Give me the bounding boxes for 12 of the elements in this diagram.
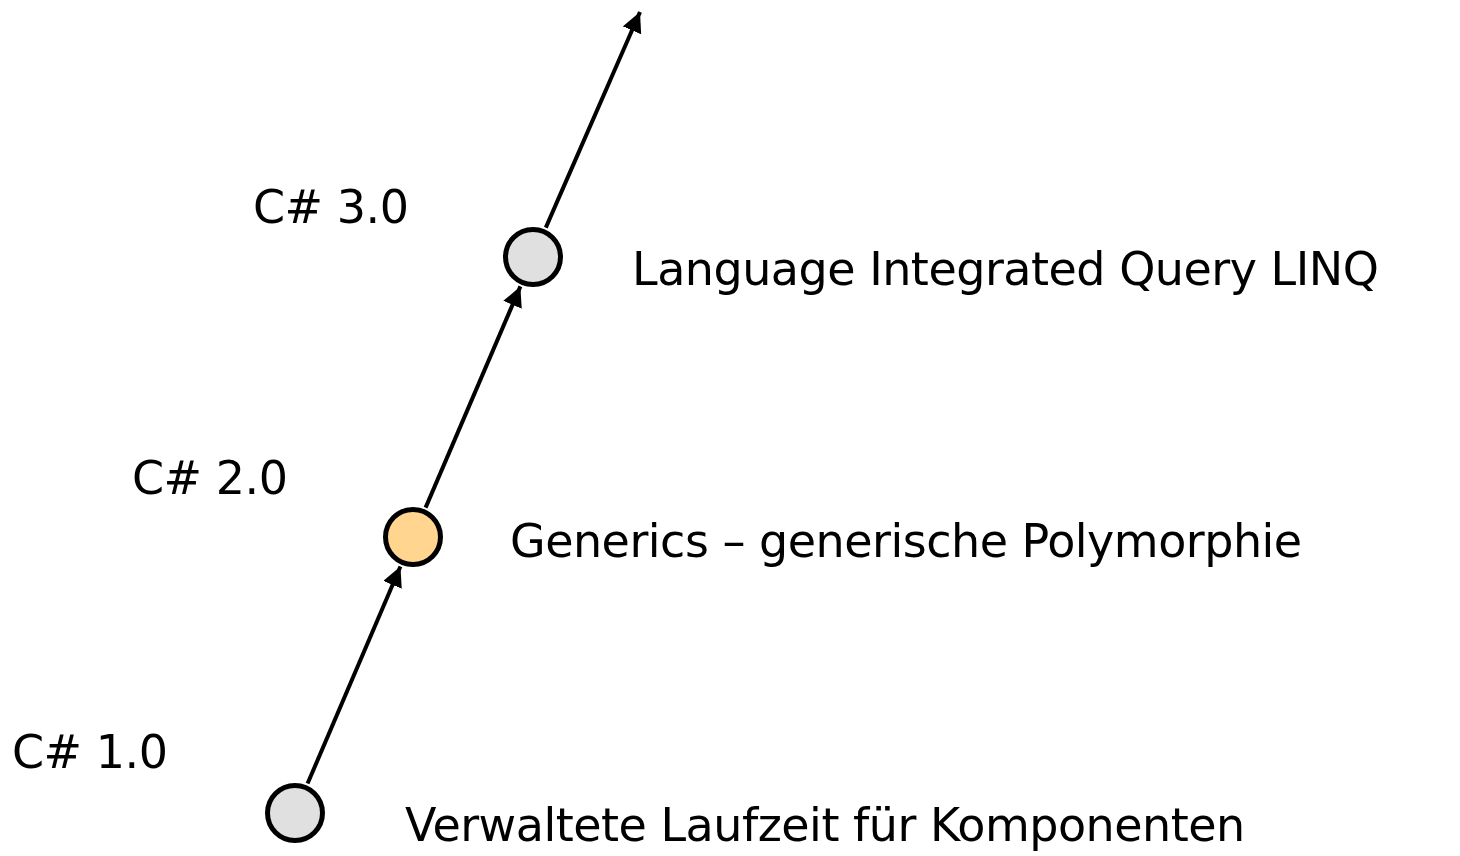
version-label: C# 2.0	[132, 450, 288, 507]
feature-description: Generics – generische Polymorphie	[510, 513, 1303, 570]
version-label: C# 3.0	[253, 179, 409, 236]
arrow	[305, 565, 403, 785]
milestone-circle	[383, 507, 443, 567]
feature-description: Verwaltete Laufzeit für Komponenten	[405, 797, 1246, 854]
milestone-circle	[503, 227, 563, 287]
arrow	[423, 285, 523, 509]
version-label: C# 1.0	[12, 724, 168, 781]
milestone-circle	[265, 783, 325, 843]
feature-description: Language Integrated Query LINQ	[632, 241, 1380, 298]
arrow	[543, 11, 642, 229]
